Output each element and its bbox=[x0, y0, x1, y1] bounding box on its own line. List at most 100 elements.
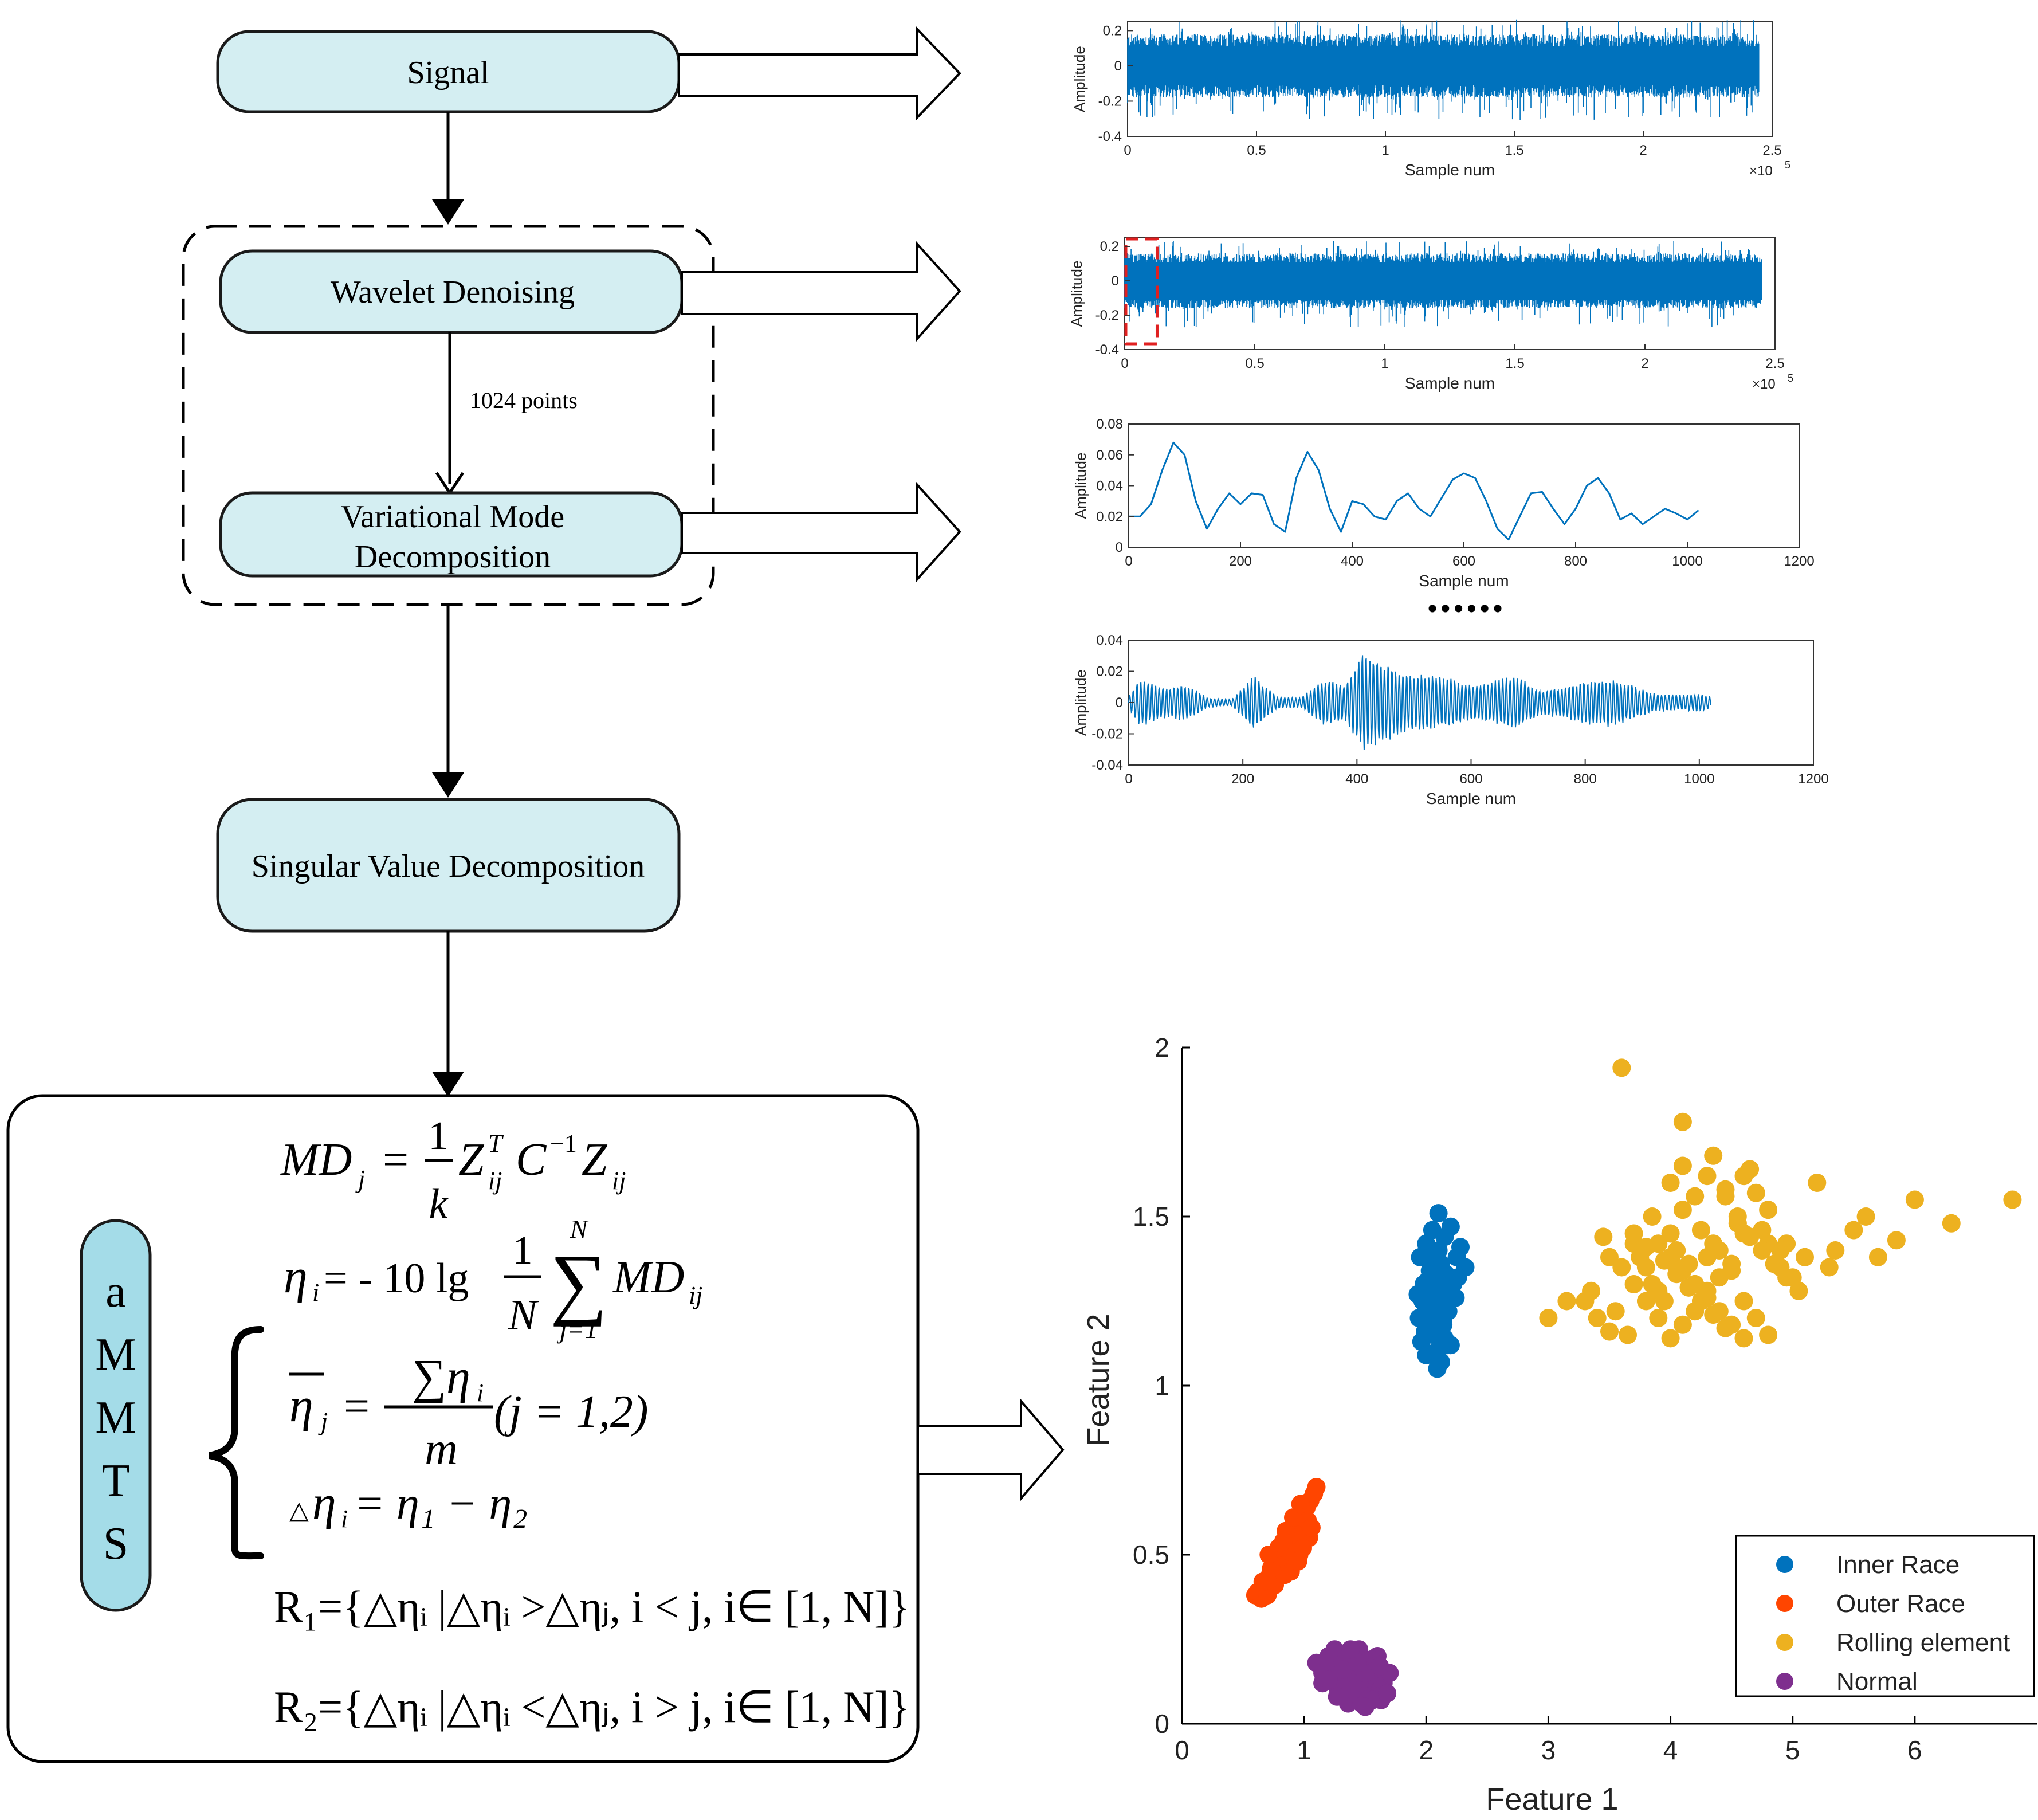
x-tick-label: 1200 bbox=[1798, 771, 1828, 787]
f2-lhs-sub: i bbox=[312, 1278, 319, 1307]
scatter-x-tick-label: 4 bbox=[1663, 1735, 1678, 1765]
y-tick-label: 0.08 bbox=[1096, 417, 1123, 432]
scatter-point bbox=[1667, 1258, 1686, 1277]
scatter-series bbox=[1246, 1478, 1326, 1608]
x-multiplier: ×10 bbox=[1752, 376, 1776, 392]
y-tick-label: -0.2 bbox=[1095, 308, 1119, 323]
scatter-x-tick-label: 5 bbox=[1785, 1735, 1800, 1765]
scatter-point bbox=[1424, 1265, 1443, 1284]
scatter-point bbox=[1328, 1687, 1346, 1706]
y-axis-label: Amplitude bbox=[1072, 453, 1089, 519]
f1-c-sup: −1 bbox=[550, 1129, 577, 1158]
f2-rhs: MD bbox=[612, 1252, 684, 1303]
scatter-point bbox=[1274, 1532, 1293, 1551]
scatter-point bbox=[1429, 1285, 1448, 1304]
scatter-x-tick-label: 1 bbox=[1297, 1735, 1311, 1765]
imf-trace bbox=[1128, 655, 1711, 750]
y-axis-label: Amplitude bbox=[1071, 46, 1088, 112]
formula-r1: R₁={△ηᵢ |△ηᵢ >△ηⱼ, i < j, i∈ [1, N]} bbox=[274, 1582, 910, 1631]
scatter-point bbox=[1722, 1254, 1741, 1273]
f1-den: k bbox=[429, 1180, 449, 1227]
scatter-point bbox=[1710, 1241, 1729, 1260]
y-tick-label: 0 bbox=[1116, 695, 1123, 711]
f1-lhs: MD bbox=[280, 1135, 352, 1185]
y-tick-label: 0.04 bbox=[1096, 633, 1123, 648]
scatter-point bbox=[1557, 1292, 1576, 1311]
f1-z2-sub: ij bbox=[612, 1167, 626, 1195]
scatter-point bbox=[1698, 1167, 1717, 1186]
scatter-point bbox=[1759, 1201, 1778, 1219]
scatter-point bbox=[1856, 1207, 1875, 1226]
x-tick-label: 800 bbox=[1564, 554, 1587, 569]
scatter-point bbox=[1438, 1336, 1456, 1355]
scatter-point bbox=[1759, 1325, 1778, 1344]
scatter-point bbox=[1600, 1322, 1619, 1341]
formula-delta-eta: △ η i = η₁ − η₂ bbox=[289, 1476, 528, 1533]
formula-eta: η i = - 10 lg 1 N N ∑ j=1 MD ij bbox=[284, 1214, 702, 1344]
y-tick-label: 0.04 bbox=[1096, 478, 1123, 494]
y-tick-label: -0.4 bbox=[1095, 342, 1119, 358]
f1-z: Z bbox=[458, 1135, 485, 1185]
scatter-point bbox=[1789, 1281, 1808, 1300]
x-tick-label: 1 bbox=[1381, 356, 1388, 371]
scatter-point bbox=[1691, 1292, 1710, 1311]
scatter-point bbox=[1606, 1302, 1625, 1321]
scatter-point bbox=[1771, 1241, 1790, 1260]
scatter-point bbox=[1289, 1552, 1307, 1571]
scatter-point bbox=[1777, 1268, 1796, 1287]
scatter-point bbox=[1594, 1227, 1613, 1246]
scatter-point bbox=[1636, 1238, 1655, 1257]
scatter-point bbox=[1417, 1346, 1436, 1364]
scatter-point bbox=[1753, 1241, 1772, 1260]
scatter-point bbox=[1942, 1214, 1961, 1233]
f2-sum-top: N bbox=[570, 1214, 589, 1244]
scatter-point bbox=[1582, 1281, 1600, 1300]
x-tick-label: 1000 bbox=[1684, 771, 1714, 787]
x-axis-label: Sample num bbox=[1419, 572, 1509, 590]
scatter-point bbox=[1428, 1359, 1447, 1378]
y-tick-label: 0.02 bbox=[1096, 509, 1123, 524]
scatter-point bbox=[1796, 1248, 1814, 1266]
scatter-point bbox=[1619, 1325, 1637, 1344]
scatter-point bbox=[1319, 1670, 1338, 1689]
f3-den: m bbox=[425, 1424, 458, 1474]
f2-rhs-sub: ij bbox=[689, 1281, 702, 1309]
scatter-point bbox=[1448, 1268, 1467, 1287]
legend-entry: Outer Race bbox=[1836, 1590, 1965, 1618]
y-tick-label: 0.2 bbox=[1103, 23, 1122, 38]
ammts-letter: S bbox=[103, 1519, 129, 1569]
formula-brace bbox=[208, 1326, 264, 1560]
f4-rhs: = η₁ − η₂ bbox=[354, 1478, 528, 1529]
scatter-point bbox=[1710, 1268, 1729, 1287]
f1-lhs-sub: j bbox=[355, 1165, 365, 1193]
hollow-arrow-vmd bbox=[681, 481, 961, 583]
x-tick-label: 0.5 bbox=[1247, 143, 1266, 158]
f1-z-sup: T bbox=[488, 1129, 504, 1158]
scatter-point bbox=[1624, 1275, 1643, 1293]
x-multiplier: ×10 bbox=[1749, 163, 1773, 179]
x-tick-label: 600 bbox=[1452, 554, 1475, 569]
scatter-y-tick-label: 1 bbox=[1155, 1371, 1169, 1401]
x-tick-label: 1.5 bbox=[1505, 143, 1523, 158]
scatter-point bbox=[1661, 1329, 1680, 1348]
x-axis-label: Sample num bbox=[1405, 161, 1495, 179]
x-tick-label: 400 bbox=[1345, 771, 1368, 787]
scatter-point bbox=[1451, 1238, 1470, 1257]
legend-entry: Normal bbox=[1836, 1668, 1918, 1696]
scatter-point bbox=[1746, 1309, 1765, 1327]
x-tick-label: 2 bbox=[1641, 356, 1648, 371]
scatter-x-tick-label: 0 bbox=[1175, 1735, 1189, 1765]
scatter-point bbox=[1600, 1248, 1619, 1266]
scatter-point bbox=[1378, 1684, 1397, 1703]
x-tick-label: 1200 bbox=[1784, 554, 1814, 569]
scatter-point bbox=[1704, 1146, 1723, 1165]
legend-swatch bbox=[1776, 1673, 1793, 1690]
scatter-point bbox=[1302, 1518, 1321, 1537]
svd-label: Singular Value Decomposition bbox=[252, 849, 645, 884]
x-tick-label: 2 bbox=[1639, 143, 1647, 158]
scatter-point bbox=[1673, 1315, 1692, 1334]
imf-trace bbox=[1129, 441, 1699, 541]
scatter-point bbox=[1427, 1319, 1446, 1337]
